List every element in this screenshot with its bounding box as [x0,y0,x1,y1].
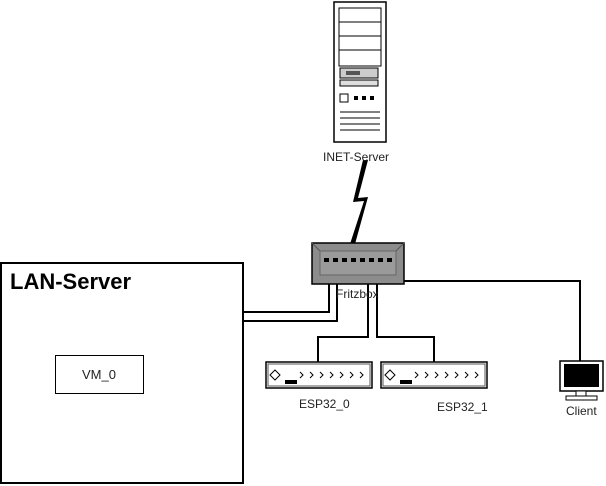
rack-device-icon [265,361,373,389]
lan-server-title: LAN-Server [10,269,132,294]
link-esp32-0 [317,262,369,362]
server-tower-icon [333,1,387,143]
fritzbox-label: Fritzbox [336,287,379,301]
lightning-link-icon [350,160,368,244]
link-esp32-1 [376,262,435,362]
vm-label: VM_0 [82,367,116,382]
esp32-1-label: ESP32_1 [437,400,488,414]
link-client [388,280,581,361]
connection-lines [243,262,581,362]
rack-device-icon [380,361,488,389]
lan-server-box: LAN-Server VM_0 [0,262,244,484]
client-label: Client [566,404,597,418]
esp32-0-label: ESP32_0 [299,397,350,411]
monitor-icon [559,360,604,401]
vm-box: VM_0 [55,355,144,394]
network-switch-icon [311,242,405,285]
inet-server-label: INET-Server [323,150,390,164]
